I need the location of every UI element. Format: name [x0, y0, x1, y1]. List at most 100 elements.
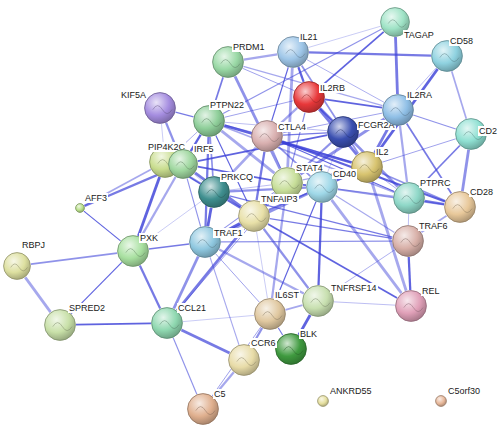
protein-node: TNFRSF14 — [302, 285, 334, 317]
node-circle — [145, 93, 176, 124]
interaction-edge — [138, 177, 159, 236]
node-sphere — [327, 116, 359, 148]
node-circle — [328, 117, 359, 148]
protein-node: C5orf30 — [435, 395, 447, 407]
structure-sketch — [247, 214, 266, 222]
protein-label: CD40 — [332, 169, 357, 179]
interaction-edge — [298, 67, 303, 82]
protein-node: BLK — [275, 333, 307, 365]
protein-label: CCR6 — [250, 338, 277, 348]
protein-label: PRDM1 — [232, 42, 266, 52]
interaction-edge — [173, 338, 197, 394]
protein-node: PXK — [117, 235, 149, 267]
structure-sketch — [401, 239, 420, 247]
interaction-edge — [278, 328, 283, 336]
interaction-edge — [338, 189, 444, 204]
structure-sketch — [160, 321, 179, 329]
interaction-edge — [334, 302, 395, 305]
protein-label: IL2RA — [406, 90, 433, 100]
interaction-edge — [425, 201, 444, 204]
protein-node: CTLA4 — [251, 120, 283, 152]
protein-label: IL21 — [299, 32, 319, 42]
node-sphere — [254, 298, 286, 330]
interaction-edge — [174, 256, 198, 308]
protein-node: TRAF1 — [189, 226, 221, 258]
structure-sketch — [402, 196, 421, 204]
protein-label: C5 — [213, 389, 227, 399]
protein-label: TRAF1 — [213, 228, 244, 238]
interaction-edge — [228, 200, 241, 208]
interaction-edge — [221, 241, 392, 243]
structure-sketch — [388, 20, 406, 28]
node-sphere — [317, 395, 329, 407]
structure-sketch — [286, 50, 305, 58]
structure-sketch — [280, 181, 299, 189]
protein-label: PTPN22 — [209, 100, 245, 110]
protein-node: IL21 — [277, 36, 309, 68]
structure-sketch — [11, 264, 28, 271]
protein-node: PRDM1 — [212, 46, 244, 78]
protein-label: REL — [421, 286, 441, 296]
interaction-edge — [409, 257, 411, 290]
interaction-edge — [181, 330, 229, 353]
structure-sketch — [284, 347, 303, 355]
interaction-edge — [208, 208, 211, 227]
interaction-edge — [325, 99, 382, 107]
protein-node: REL — [395, 290, 427, 322]
structure-sketch — [153, 106, 172, 114]
node-circle — [303, 286, 334, 317]
structure-sketch — [311, 299, 330, 307]
protein-label: TNFAIP3 — [260, 194, 299, 204]
structure-sketch — [176, 162, 194, 170]
protein-label: IL2RB — [319, 83, 346, 93]
interaction-edge — [303, 184, 306, 186]
protein-label: SPRED2 — [68, 303, 106, 313]
protein-node: CD58 — [431, 40, 463, 72]
protein-label: CD58 — [449, 36, 474, 46]
node-circle — [229, 345, 260, 376]
protein-node: IL2RA — [382, 94, 414, 126]
interaction-edge — [149, 244, 189, 249]
protein-node: IRF5 — [168, 149, 198, 179]
structure-sketch — [453, 205, 472, 213]
interaction-edge — [462, 150, 468, 191]
protein-label: CTLA4 — [277, 122, 307, 132]
protein-label: CCL21 — [177, 303, 207, 313]
node-sphere — [44, 309, 76, 341]
interaction-edge — [413, 115, 456, 129]
interaction-edge — [244, 54, 277, 59]
interaction-edge — [264, 229, 309, 288]
protein-label: RBPJ — [21, 240, 46, 250]
interaction-edge — [283, 133, 327, 135]
interaction-edge — [187, 178, 201, 226]
node-sphere — [75, 203, 85, 213]
node-sphere — [144, 92, 176, 124]
structure-sketch — [207, 190, 226, 198]
structure-sketch — [263, 312, 282, 320]
node-circle — [4, 253, 31, 280]
protein-node: CCR6 — [228, 344, 260, 376]
protein-label: CD28 — [469, 187, 494, 197]
protein-node: RBPJ — [3, 252, 31, 280]
interaction-edge — [76, 323, 151, 324]
protein-label: TRAF6 — [418, 221, 449, 231]
protein-label: PRKCQ — [220, 172, 254, 182]
protein-node: CD40 — [306, 171, 338, 203]
interaction-edge — [336, 196, 395, 233]
interaction-edge — [452, 71, 467, 118]
node-sphere — [435, 395, 447, 407]
interaction-edge — [25, 277, 50, 312]
structure-sketch — [237, 358, 256, 366]
protein-node: IL2RB — [293, 81, 325, 113]
protein-node: PTPN22 — [193, 105, 225, 137]
protein-node: C5 — [187, 393, 219, 425]
protein-node: ANKRD55 — [317, 395, 329, 407]
protein-label: PTPRC — [419, 178, 452, 188]
interaction-edge — [382, 139, 455, 162]
structure-sketch — [196, 407, 215, 415]
protein-node: SPRED2 — [44, 309, 76, 341]
node-circle — [255, 299, 286, 330]
structure-sketch — [53, 323, 72, 331]
node-sphere — [3, 252, 31, 280]
structure-sketch — [440, 54, 459, 62]
